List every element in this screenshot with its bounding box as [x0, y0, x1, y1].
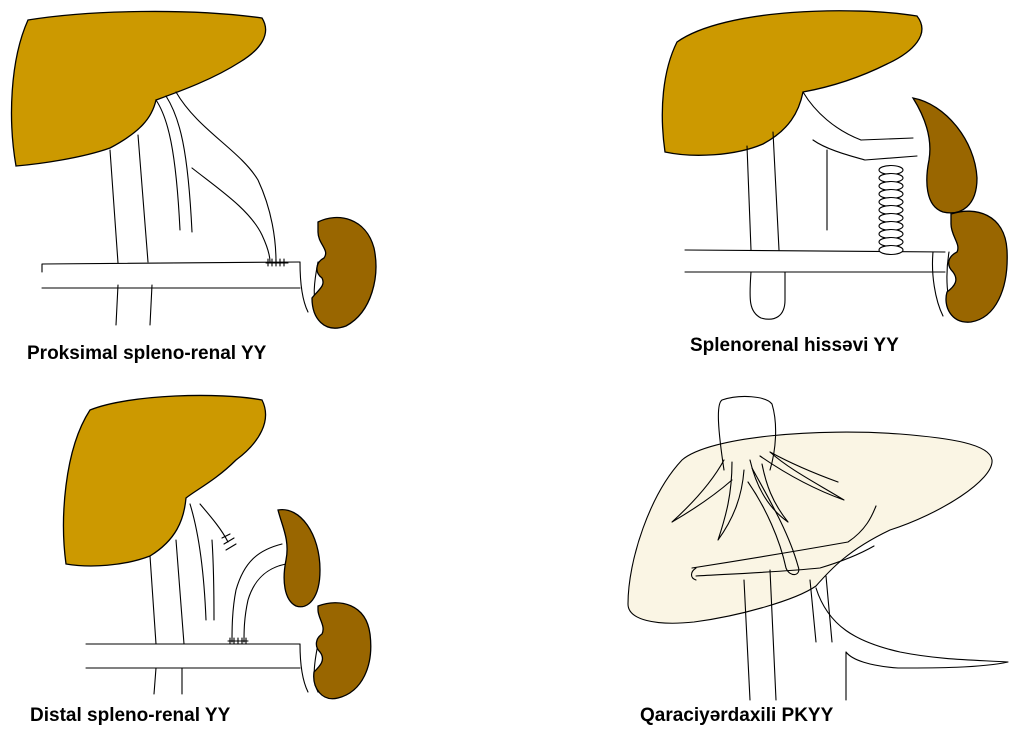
vena-cava	[110, 135, 152, 325]
renal-vein	[685, 250, 945, 272]
splenic-vein	[816, 588, 1008, 700]
vena-cava	[150, 540, 184, 694]
splenic-vein	[232, 544, 286, 642]
kidney-shape	[312, 218, 376, 329]
kidney-shape	[314, 603, 371, 699]
spleen-shape	[913, 98, 977, 213]
liver-shape	[64, 395, 266, 566]
portal-vein	[803, 92, 865, 160]
renal-vein	[86, 644, 300, 668]
ligated-stump	[200, 504, 236, 550]
caption-intrahepatic: Qaraciyərdaxili PKYY	[640, 705, 833, 727]
liver-shape	[662, 11, 922, 156]
vena-cava	[747, 132, 785, 319]
caption-partial: Splenorenal hissəvi YY	[690, 335, 899, 357]
interposition-graft	[879, 166, 903, 255]
liver-shape	[628, 432, 992, 623]
renal-vein	[42, 262, 300, 288]
portal-vein	[156, 96, 192, 232]
splenic-vein	[827, 138, 917, 230]
anastomosis-suture	[266, 259, 288, 266]
caption-proximal: Proksimal spleno-renal YY	[27, 343, 266, 365]
distal-splenorenal-diagram	[0, 380, 390, 700]
kidney-shape	[946, 211, 1007, 322]
proximal-splenorenal-diagram	[0, 0, 390, 340]
caption-distal: Distal spleno-renal YY	[30, 705, 230, 727]
intrahepatic-shunt-diagram	[620, 390, 1010, 700]
splenic-vein	[176, 92, 276, 262]
spleen-shape	[278, 510, 320, 607]
portal-vein	[190, 504, 214, 620]
partial-splenorenal-diagram	[655, 0, 1010, 340]
anastomosis-suture	[228, 638, 248, 644]
